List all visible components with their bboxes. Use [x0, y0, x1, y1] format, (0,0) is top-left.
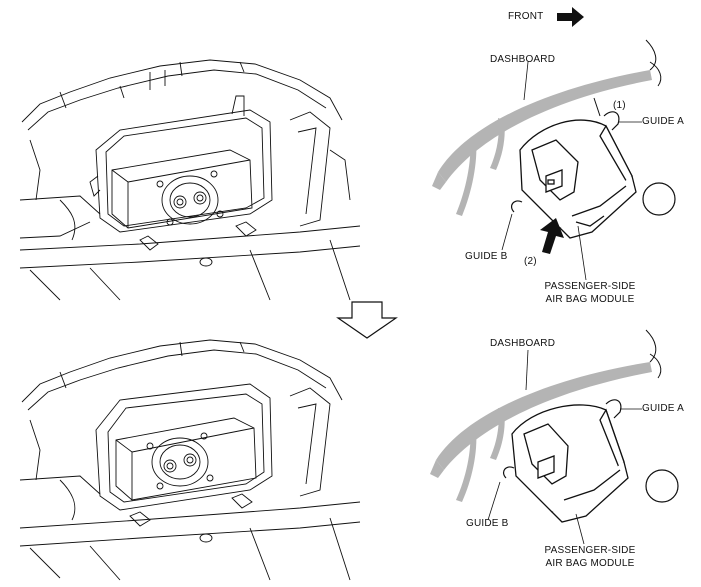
circle-mark-icon	[642, 182, 676, 216]
step-1-label: (1)	[613, 100, 626, 111]
dashboard-band-top	[438, 70, 652, 182]
module-label-top-line2: AIR BAG MODULE	[545, 294, 635, 305]
down-arrow-icon	[336, 301, 398, 339]
dashboard-band-bottom	[436, 362, 652, 470]
module-label-bottom-line2: AIR BAG MODULE	[545, 558, 635, 569]
dashboard-label-bottom: DASHBOARD	[490, 338, 556, 349]
step-2-label: (2)	[524, 256, 537, 267]
module-label-bottom-line1: PASSENGER-SIDE	[544, 545, 636, 556]
detail-view-bottom	[430, 329, 679, 545]
circle-mark-icon-bottom	[645, 469, 679, 503]
module-label-top-line1: PASSENGER-SIDE	[544, 281, 636, 292]
interior-view-top	[19, 59, 361, 301]
push-arrow-icon	[540, 218, 564, 254]
detail-view-top	[432, 39, 676, 281]
front-label: FRONT	[508, 11, 544, 22]
dashboard-label-top: DASHBOARD	[490, 54, 556, 65]
guide-b-label-top: GUIDE B	[465, 251, 508, 262]
front-arrow-icon	[557, 7, 584, 27]
guide-a-label-bottom: GUIDE A	[642, 403, 684, 414]
interior-view-bottom	[19, 339, 361, 581]
guide-a-label-top: GUIDE A	[642, 116, 684, 127]
guide-b-label-bottom: GUIDE B	[466, 518, 509, 529]
